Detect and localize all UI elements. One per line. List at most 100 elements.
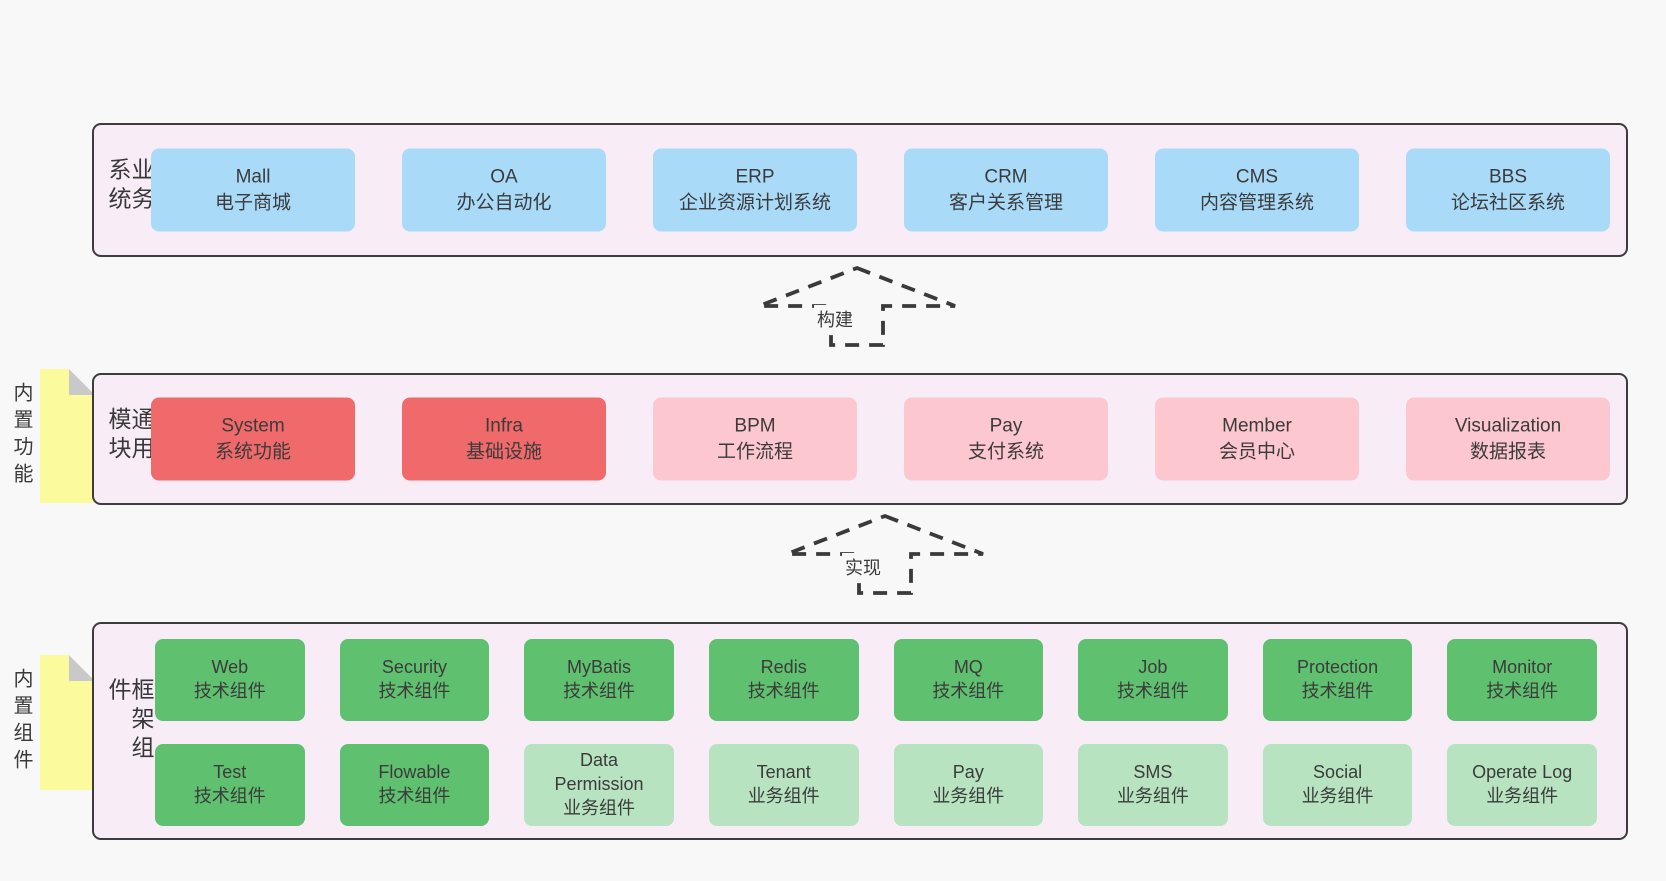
box-bbs: BBS 论坛社区系统 [1406, 148, 1610, 232]
built-in-components-note-label: 内置组件 [10, 668, 32, 776]
built-in-features-note [40, 369, 95, 503]
box-subtitle: 技术组件 [932, 681, 1005, 701]
box-subtitle: 技术组件 [563, 681, 636, 701]
box-subtitle: 业务组件 [747, 786, 820, 806]
box-member: Member 会员中心 [1155, 397, 1359, 481]
box-title: CMS [1235, 166, 1279, 188]
box-pay: Pay 支付系统 [904, 397, 1108, 481]
box-title: Member [1222, 415, 1292, 437]
box-mybatis: MyBatis 技术组件 [524, 639, 674, 721]
box-security: Security 技术组件 [339, 639, 490, 721]
box-erp: ERP 企业资源计划系统 [653, 148, 857, 232]
box-job: Job 技术组件 [1078, 639, 1228, 721]
box-subtitle: 办公自动化 [456, 192, 552, 213]
box-subtitle: 论坛社区系统 [1450, 192, 1565, 213]
box-title: ERP [735, 166, 775, 188]
box-redis: Redis 技术组件 [708, 639, 859, 721]
box-subtitle: 技术组件 [378, 786, 451, 806]
box-operate-log: Operate Log 业务组件 [1447, 744, 1597, 826]
box-title: System [221, 415, 285, 437]
box-flowable: Flowable 技术组件 [339, 744, 490, 826]
box-subtitle: 业务组件 [932, 786, 1005, 806]
box-subtitle: 电子商城 [214, 192, 291, 213]
box-title: Flowable [378, 762, 451, 783]
box-subtitle: 客户关系管理 [948, 192, 1063, 213]
box-title: Infra [484, 415, 524, 437]
dashed-up-arrow-icon [786, 513, 984, 595]
box-sms: SMS 业务组件 [1078, 744, 1228, 826]
box-title: Social [1313, 762, 1363, 783]
common-modules-panel-label: 通用模块 [105, 407, 154, 465]
box-infra: Infra 基础设施 [402, 397, 606, 481]
box-title: Tenant [756, 762, 811, 783]
box-title: CRM [984, 166, 1028, 188]
common-modules-panel: 通用模块 System 系统功能 Infra 基础设施 BPM 工作流程 Pay 支付系统 Me… [92, 373, 1628, 505]
box-title: Monitor [1492, 657, 1553, 678]
box-subtitle: 数据报表 [1469, 441, 1546, 462]
box-subtitle: 支付系统 [967, 441, 1044, 462]
box-subtitle: 技术组件 [1486, 681, 1559, 701]
box-title: Visualization [1454, 415, 1562, 437]
box-subtitle: 技术组件 [1301, 681, 1374, 701]
box-title: Protection [1297, 657, 1379, 678]
box-title: Pay [989, 415, 1023, 437]
box-title: Mall [235, 166, 271, 188]
box-mall: Mall 电子商城 [151, 148, 355, 232]
box-title: Operate Log [1472, 762, 1573, 783]
box-visualization: Visualization 数据报表 [1406, 397, 1610, 481]
box-subtitle: 技术组件 [747, 681, 820, 701]
box-title: SMS [1133, 762, 1173, 783]
box-title: Job [1138, 657, 1168, 678]
box-subtitle: 业务组件 [563, 797, 636, 818]
box-title: Test [213, 762, 247, 783]
build-arrow-label: 构建 [814, 305, 856, 333]
box-title: Web [211, 657, 249, 678]
box-social: Social 业务组件 [1262, 744, 1413, 826]
box-subtitle: 企业资源计划系统 [678, 192, 831, 213]
box-system: System 系统功能 [151, 397, 355, 481]
box-title: Pay [952, 762, 984, 783]
box-subtitle: 业务组件 [1301, 786, 1374, 806]
dashed-up-arrow-icon [758, 265, 956, 347]
box-subtitle: 工作流程 [716, 441, 793, 462]
box-title: BBS [1488, 166, 1528, 188]
box-title: MyBatis [567, 657, 632, 678]
box-bpm: BPM 工作流程 [653, 397, 857, 481]
implement-arrow-label: 实现 [842, 553, 884, 581]
box-subtitle: 技术组件 [1116, 681, 1189, 701]
box-monitor: Monitor 技术组件 [1447, 639, 1597, 721]
box-tenant: Tenant 业务组件 [708, 744, 859, 826]
framework-components-panel-label: 框架组件 [105, 677, 154, 765]
business-systems-panel-label: 业务系统 [105, 157, 154, 216]
implement-arrow: 实现 [780, 512, 990, 598]
built-in-components-note [40, 655, 95, 790]
box-title: Data Permission [554, 750, 644, 795]
box-protection: Protection 技术组件 [1262, 639, 1413, 721]
box-subtitle: 内容管理系统 [1199, 192, 1314, 213]
box-subtitle: 系统功能 [214, 441, 291, 462]
box-subtitle: 技术组件 [378, 681, 451, 701]
box-pay: Pay 业务组件 [893, 744, 1044, 826]
box-cms: CMS 内容管理系统 [1155, 148, 1359, 232]
box-title: MQ [953, 657, 983, 678]
box-subtitle: 业务组件 [1116, 786, 1189, 806]
box-title: Security [381, 657, 447, 678]
box-subtitle: 基础设施 [465, 441, 542, 462]
box-subtitle: 业务组件 [1486, 786, 1559, 806]
box-mq: MQ 技术组件 [893, 639, 1044, 721]
box-crm: CRM 客户关系管理 [904, 148, 1108, 232]
box-title: Redis [760, 657, 807, 678]
box-title: BPM [734, 415, 776, 437]
built-in-features-note-label: 内置功能 [10, 382, 32, 490]
box-subtitle: 会员中心 [1218, 441, 1295, 462]
